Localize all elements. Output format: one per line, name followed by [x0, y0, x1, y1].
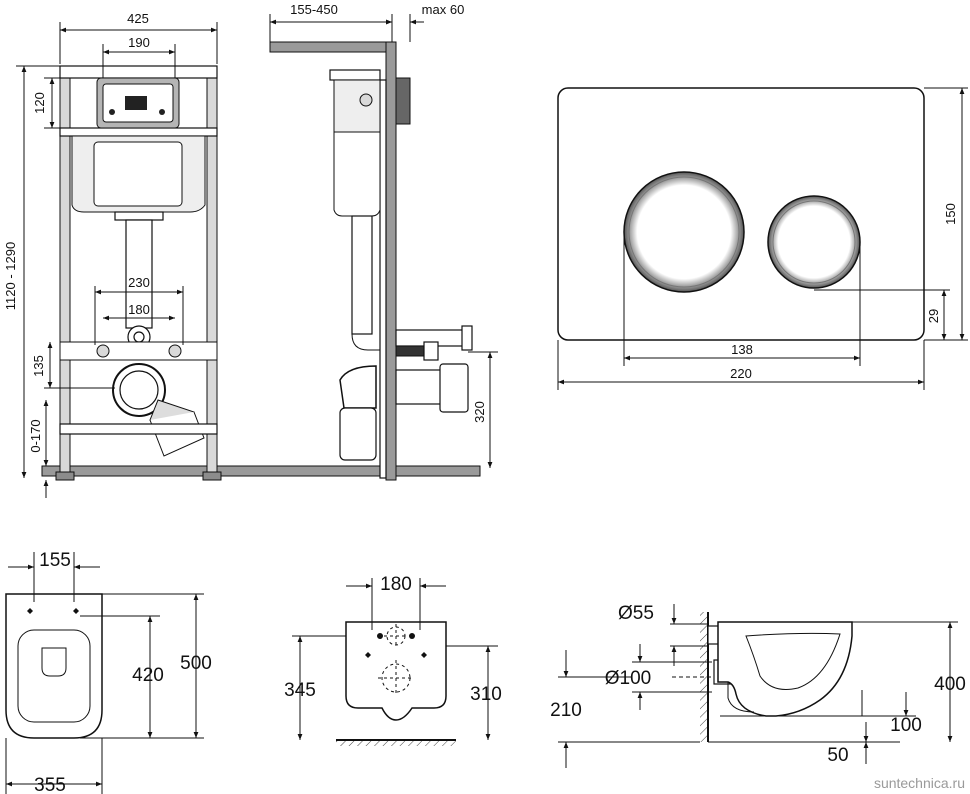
flush-plate: 150 29 138 220	[557, 87, 968, 390]
dim-rear-right: 310	[470, 684, 502, 705]
dim-top-holes: 155	[39, 550, 71, 571]
dim-plate-height: 150	[943, 203, 958, 225]
dim-rear-left: 345	[284, 680, 316, 701]
dim-outlet-height: 135	[31, 355, 46, 377]
bowl-top-view: 155 420 500 355	[5, 550, 212, 794]
dim-frame-width: 425	[127, 11, 149, 26]
dim-side-outlet-height: 210	[550, 700, 582, 721]
dim-side-height: 400	[934, 674, 966, 695]
dim-plate-width: 220	[730, 366, 752, 381]
dim-rear-holes: 180	[380, 574, 412, 595]
dim-frame-height: 1120 - 1290	[3, 242, 18, 310]
dim-side-gap: 50	[827, 745, 848, 766]
frame-front-view: 425 190 120 1120 - 1290 230 180 135 0-17…	[3, 11, 481, 498]
button-large	[623, 171, 745, 293]
side-outlet-bend	[339, 365, 377, 409]
dim-top-length: 500	[180, 653, 212, 674]
button-small	[767, 195, 861, 289]
dim-button-offset: 29	[926, 309, 941, 323]
bowl-rear-view: 180 345 310	[284, 574, 502, 746]
dim-inlet: Ø55	[618, 603, 654, 624]
dim-outlet: Ø100	[605, 668, 651, 689]
dim-module-height: 120	[32, 92, 47, 114]
dim-bolts-inner: 180	[128, 302, 150, 317]
bowl-side-view: Ø55 Ø100 210 400 100 50	[550, 603, 966, 768]
dim-top-width: 355	[34, 775, 66, 794]
dim-module-width: 190	[128, 35, 150, 50]
dim-bolts-outer: 230	[128, 275, 150, 290]
floor-line	[41, 465, 481, 477]
dim-top-inner-length: 420	[132, 665, 164, 686]
dim-button-span: 138	[731, 342, 753, 357]
frame-side-view: 155-450 max 60 320	[269, 2, 498, 481]
dim-adjust: 0-170	[28, 419, 43, 452]
dim-side-outlet: 320	[472, 401, 487, 423]
wall	[269, 41, 397, 53]
rear-floor	[336, 740, 456, 746]
bowl-rear-outline	[345, 621, 447, 721]
dim-side-depth: 155-450	[290, 2, 338, 17]
watermark: suntechnica.ru	[874, 775, 965, 791]
dim-wall-thickness: max 60	[422, 2, 465, 17]
dim-side-depth: 100	[890, 715, 922, 736]
